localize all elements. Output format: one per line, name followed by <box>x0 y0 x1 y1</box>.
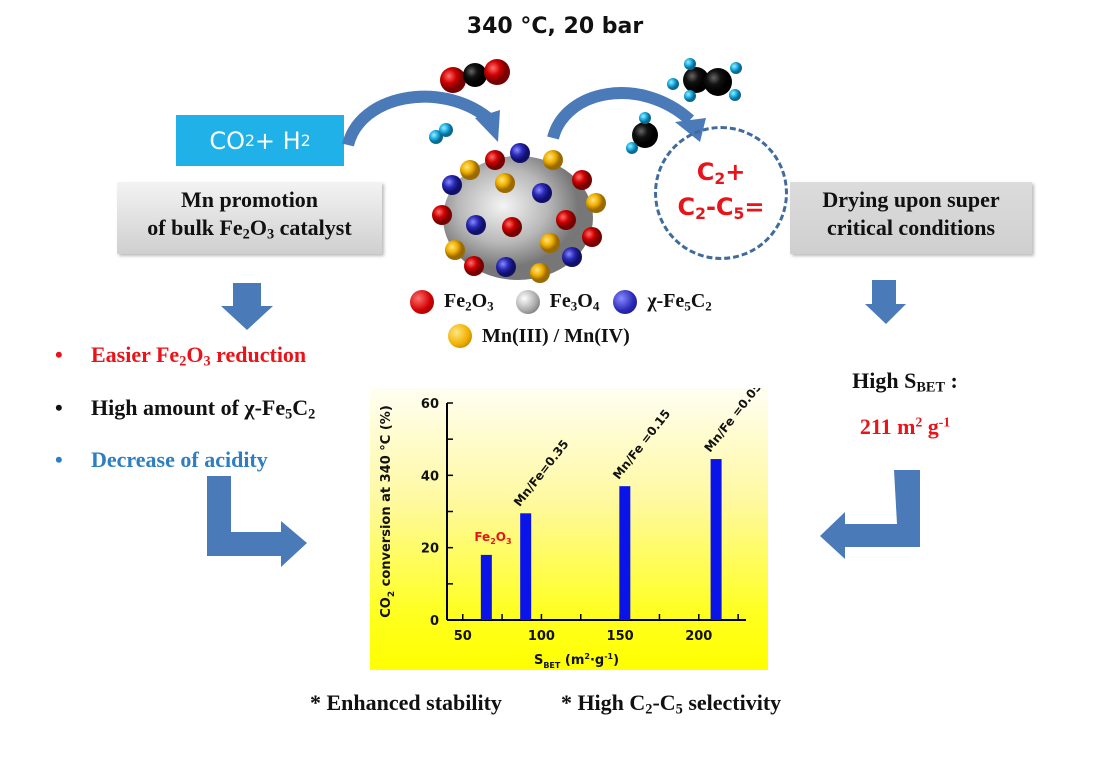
svg-text:SBET (m2·g-1): SBET (m2·g-1) <box>534 652 619 670</box>
list-item: •High amount of χ-Fe5C2 <box>55 394 316 423</box>
svg-text:60: 60 <box>421 397 439 412</box>
svg-text:Mn/Fe=0.35: Mn/Fe=0.35 <box>511 437 572 509</box>
bottom-notes: * Enhanced stability * High C2-C5 select… <box>310 690 781 719</box>
note-stability: * Enhanced stability <box>310 690 502 715</box>
legend-fe2o3: Fe2O3 <box>444 289 494 314</box>
legend-fe3o4: Fe3O4 <box>549 289 600 314</box>
l-arrow-left-icon <box>820 470 920 559</box>
svg-text:20: 20 <box>421 542 439 557</box>
reaction-conditions-title: 340 °C, 20 bar <box>466 14 644 39</box>
svg-text:50: 50 <box>454 629 472 644</box>
h2-molecule-icon <box>429 123 453 144</box>
svg-text:150: 150 <box>607 629 634 644</box>
promotion-effects-list: •Easier Fe2O3 reduction •High amount of … <box>55 332 315 482</box>
l-arrow-right-icon <box>207 476 307 567</box>
curved-arrow-left-icon <box>342 90 500 147</box>
legend-mn: Mn(III) / Mn(IV) <box>482 324 630 347</box>
svg-text:0: 0 <box>430 614 439 629</box>
list-item: •Decrease of acidity <box>55 447 268 473</box>
svg-text:40: 40 <box>421 469 439 484</box>
svg-text:100: 100 <box>528 629 555 644</box>
methyl-molecule-icon <box>626 112 658 154</box>
svg-text:CO2 conversion at 340 °C (%): CO2 conversion at 340 °C (%) <box>379 405 397 618</box>
svg-text:Fe2O3: Fe2O3 <box>474 530 511 546</box>
high-sbet-label: High SBET : <box>852 368 958 396</box>
mn-ball-icon <box>448 324 472 348</box>
chart-plot-area: 0 20 40 60 50 100 150 200 Fe2O3 Mn/Fe=0.35 Mn/Fe =… <box>379 388 765 670</box>
fe3o4-ball-icon <box>515 290 540 314</box>
supercritical-drying-box: Drying upon super critical conditions <box>790 182 1032 254</box>
chi-fe5c2-ball-icon <box>613 290 638 314</box>
svg-text:200: 200 <box>685 629 712 644</box>
down-arrow-right-icon <box>865 280 906 324</box>
sbet-value: 211 m2 g-1 <box>859 414 951 439</box>
species-legend: Fe2O3 Fe3O4 χ-Fe5C2 Mn(III) / Mn(IV) <box>410 286 712 352</box>
products-circle: C2+ C2-C5= <box>654 126 788 260</box>
fe2o3-ball-icon <box>410 290 434 314</box>
catalyst-particle-icon <box>432 143 606 283</box>
svg-text:Mn/Fe =0.05: Mn/Fe =0.05 <box>701 388 764 455</box>
svg-text:Mn/Fe =0.15: Mn/Fe =0.15 <box>610 407 673 482</box>
co2-molecule-icon <box>440 59 510 93</box>
reactant-co: CO <box>209 126 245 155</box>
co2-conversion-chart: 0 20 40 60 50 100 150 200 Fe2O3 Mn/Fe=0.35 Mn/Fe =… <box>370 388 768 670</box>
note-selectivity: * High C2-C5 selectivity <box>560 690 782 718</box>
hydrocarbon-molecule-icon <box>667 58 742 102</box>
legend-chi-fe5c2: χ-Fe5C2 <box>647 289 712 314</box>
mn-promotion-box: Mn promotion of bulk Fe2O3 catalyst <box>117 182 382 254</box>
curved-arrow-right-icon <box>547 87 706 142</box>
down-arrow-left-icon <box>221 283 273 330</box>
list-item: •Easier Fe2O3 reduction <box>55 342 307 370</box>
